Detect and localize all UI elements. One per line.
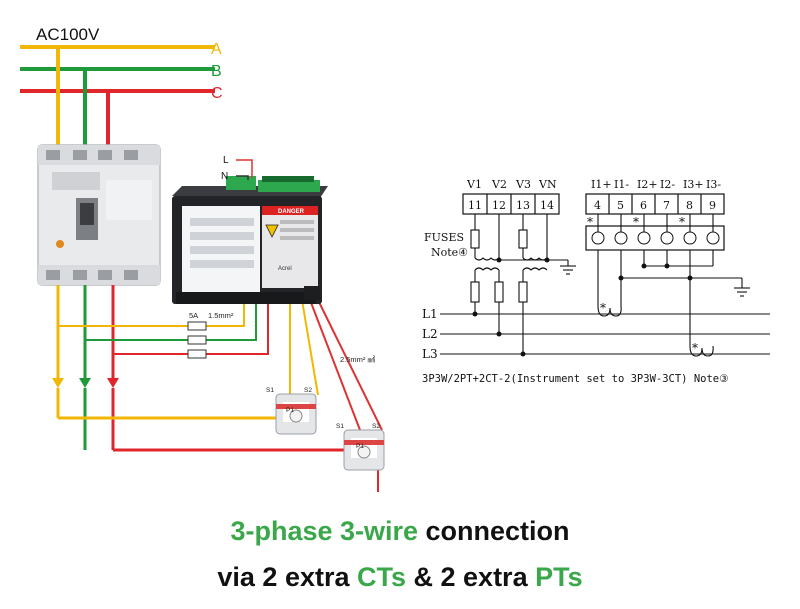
ct-2: S1 S2 P1	[336, 423, 385, 471]
ct2-s1-label: S1	[336, 423, 344, 430]
ct-star-l1: *	[600, 301, 606, 315]
terminal-vn-label: VN	[538, 178, 557, 191]
fuse-rating-label: 5A	[189, 311, 198, 320]
terminal-8: 8	[686, 199, 693, 212]
ct2-s2-label: S2	[372, 423, 380, 430]
signal-terminal-block	[258, 180, 320, 192]
circuit-breaker	[37, 144, 161, 286]
fuse-b	[187, 335, 207, 345]
terminal-6: 6	[640, 199, 647, 212]
terminal-4: 4	[594, 199, 601, 212]
ct-input-block	[585, 225, 725, 251]
supply-voltage-label: AC100V	[36, 25, 100, 44]
terminal-i1m-label: I1-	[614, 178, 629, 191]
ct1-s2-label: S2	[304, 387, 312, 394]
phase-c-label: C	[211, 85, 223, 102]
terminal-9: 9	[709, 199, 716, 212]
terminal-v1-label: V1	[466, 178, 482, 191]
terminal-11: 11	[468, 199, 482, 212]
wire-small-label: 1.5mm²	[208, 311, 234, 320]
polarity-star-3: *	[679, 215, 685, 229]
terminal-i1p-label: I1+	[591, 178, 612, 191]
terminal-5: 5	[617, 199, 624, 212]
polarity-star-1: *	[587, 215, 593, 229]
danger-label: DANGER	[278, 209, 305, 215]
title-line-2: via 2 extra CTs & 2 extra PTs	[0, 562, 800, 593]
wire-large-label: 2.5mm² ㎟	[340, 355, 376, 364]
title-line2-a: via 2 extra	[217, 562, 357, 592]
polarity-star-2: *	[633, 215, 639, 229]
ct-1: S1 S2 P1	[266, 387, 317, 435]
ct1-p1-label: P1	[286, 407, 294, 414]
schematic-caption: 3P3W/2PT+2CT-2(Instrument set to 3P3W-3C…	[422, 373, 729, 385]
title-line2-c: & 2 extra	[406, 562, 536, 592]
terminal-v3-label: V3	[515, 178, 531, 191]
title-line2-pts: PTs	[535, 562, 583, 592]
ct-star-l3: *	[692, 341, 698, 355]
load-wires	[52, 285, 383, 492]
line-l3-label: L3	[422, 347, 438, 361]
terminal-7: 7	[663, 199, 670, 212]
title-green-part: 3-phase 3-wire	[230, 516, 419, 546]
ct1-s1-label: S1	[266, 387, 274, 394]
ct2-p1-label: P1	[356, 443, 364, 450]
terminal-i2p-label: I2+	[637, 178, 658, 191]
line-l1-label: L1	[422, 307, 438, 321]
meter-l-label: L	[223, 155, 229, 166]
terminal-i3m-label: I3-	[706, 178, 721, 191]
line-l2-label: L2	[422, 327, 438, 341]
phase-b-label: B	[211, 63, 222, 80]
title-line2-cts: CTs	[357, 562, 407, 592]
warning-icon	[265, 224, 279, 238]
title-black-part: connection	[418, 516, 570, 546]
fuses-note: Note④	[431, 246, 468, 259]
fuse-a	[187, 321, 207, 331]
fuse-c	[187, 349, 207, 359]
title-line-1: 3-phase 3-wire connection	[0, 516, 800, 547]
terminal-13: 13	[516, 199, 530, 212]
meter-n-label: N	[221, 171, 228, 182]
aux-terminal-block	[226, 176, 256, 190]
power-meter: DANGER Acrel L N	[172, 155, 328, 304]
fuses-label: FUSES	[424, 231, 464, 244]
terminal-i2m-label: I2-	[660, 178, 675, 191]
schematic: V1 V2 V3 VN 11 12 13 14 I1+ I1- I2+ I2- …	[422, 178, 770, 385]
terminal-12: 12	[492, 199, 506, 212]
terminal-v2-label: V2	[491, 178, 507, 191]
phase-a-label: A	[211, 41, 222, 58]
terminal-i3p-label: I3+	[683, 178, 704, 191]
terminal-14: 14	[540, 199, 554, 212]
brand-label: Acrel	[278, 266, 292, 272]
supply-bus: AC100V A B C	[20, 25, 223, 152]
fuse-block: 5A 1.5mm² 2.5mm² ㎟	[187, 311, 376, 364]
